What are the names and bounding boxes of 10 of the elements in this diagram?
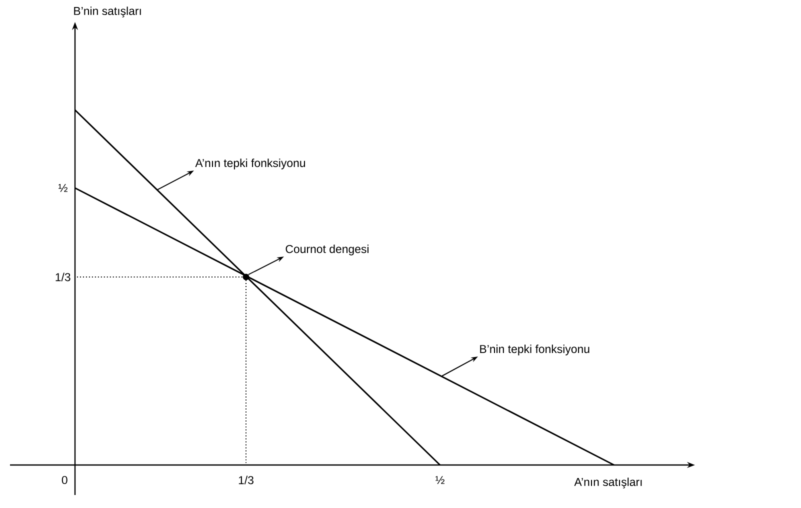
tick-label: 1/3: [238, 476, 254, 484]
tick-label: 1/3: [56, 272, 70, 282]
axis-title: A’nın satışları: [574, 478, 642, 488]
tick-label: 0: [62, 476, 68, 484]
tick-label: ½: [58, 184, 68, 192]
axis-title: B’nin satışları: [74, 6, 141, 18]
tick-label: ½: [436, 476, 444, 484]
curve-label: A’nın tepki fonksiyonu: [195, 158, 306, 170]
curve-label: Cournot dengesi: [286, 244, 368, 256]
curve-label: B’nin tepki fonksiyonu: [480, 344, 590, 356]
